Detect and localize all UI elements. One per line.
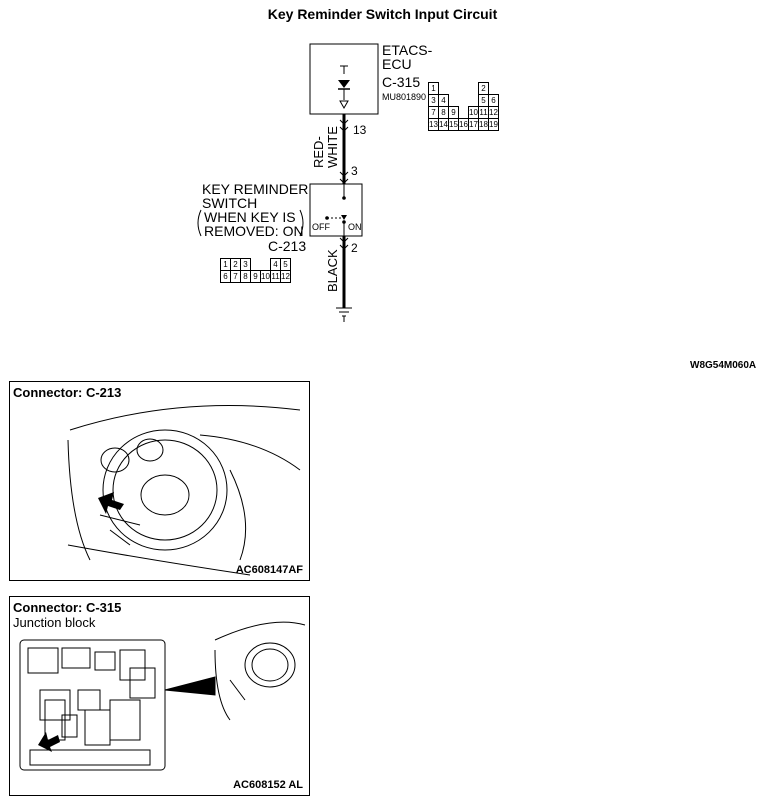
switch-name-line2: SWITCH	[202, 195, 258, 211]
switch-off-label: OFF	[312, 222, 330, 232]
pointer-arrow-c315-icon	[38, 732, 60, 752]
panel2-title: Connector: C-315	[13, 600, 122, 615]
panel1-code: AC608147AF	[235, 564, 303, 576]
ecu-name-line1: ETACS-	[382, 42, 433, 58]
ecu-connector-label: C-315	[382, 74, 421, 90]
switch-condition-line2: REMOVED: ON	[204, 223, 304, 239]
ecu-diode-icon	[338, 80, 350, 88]
ecu-pin-number: 13	[353, 123, 367, 137]
pointer-arrow-c213-icon	[98, 492, 124, 514]
connector-c213-panel: Connector: C-213 AC608147AF	[9, 381, 310, 581]
junction-block-illustration	[19, 621, 306, 771]
switch-on-label: ON	[348, 222, 362, 232]
ecu-name-line2: ECU	[382, 56, 412, 72]
switch-pin-in: 3	[351, 164, 358, 178]
connector-c315-panel: Connector: C-315 Junction block AC608152…	[9, 596, 310, 796]
diagram-title: Key Reminder Switch Input Circuit	[267, 6, 498, 22]
switch-name-line1: KEY REMINDER	[202, 181, 309, 197]
ecu-part-number: MU801890	[382, 92, 427, 102]
switch-condition-line1: WHEN KEY IS	[204, 209, 296, 225]
switch-box	[309, 183, 363, 237]
panel2-code: AC608152 AL	[233, 779, 303, 791]
ecu-box	[309, 43, 379, 115]
ecu-ground-arrow-icon	[339, 100, 349, 110]
diagram-ref-code: W8G54M060A	[690, 360, 757, 371]
panel1-title: Connector: C-213	[13, 385, 122, 400]
wire-label-red: RED-	[311, 136, 326, 168]
switch-pin-out: 2	[351, 241, 358, 255]
wire-label-black: BLACK	[325, 249, 340, 292]
steering-wheel-illustration	[67, 405, 301, 576]
panel2-subtitle: Junction block	[13, 615, 96, 630]
wire-label-white: WHITE	[325, 126, 340, 168]
switch-connector-label: C-213	[268, 238, 307, 254]
